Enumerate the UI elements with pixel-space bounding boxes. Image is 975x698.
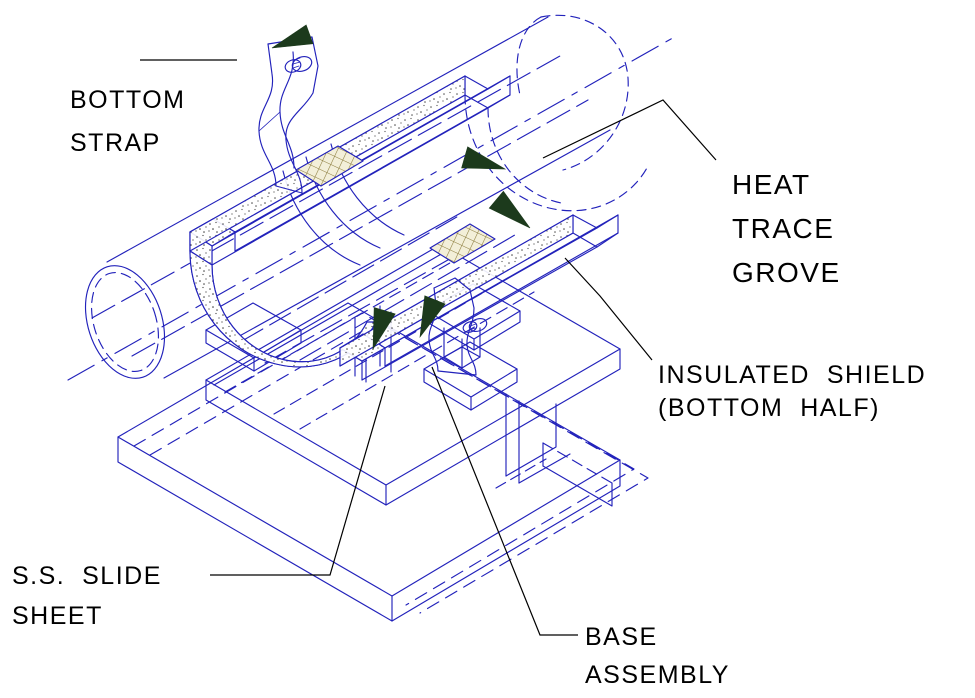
ss-slide-sheet-label-line-2: SHEET — [12, 602, 103, 630]
insulated-shield-label-line-2: (BOTTOM HALF) — [658, 394, 880, 422]
heat-trace-grove-label-line-3: GROVE — [732, 257, 841, 288]
leader-line-base-assembly — [431, 366, 578, 636]
leader-line-heat-trace-grove-arrowhead-icon — [461, 146, 507, 170]
leader-line-ss-slide-sheet — [210, 385, 386, 576]
heat-trace-grove-label: HEAT TRACE GROVE — [732, 169, 841, 288]
base-assembly-label-line-2: ASSEMBLY — [585, 661, 730, 689]
ss-slide-sheet-label: S.S. SLIDE SHEET — [12, 562, 162, 630]
heat-trace-grove-label-line-1: HEAT — [732, 169, 811, 200]
pipe-geometry — [67, 14, 679, 381]
bottom-strap-geometry — [258, 36, 488, 376]
leader-line-base-assembly-arrowhead-icon — [419, 295, 446, 339]
insulated-shield-label-line-1: INSULATED SHIELD — [658, 361, 926, 389]
insulated-shield-label: INSULATED SHIELD (BOTTOM HALF) — [658, 361, 926, 422]
leader-line-heat-trace-grove — [542, 99, 717, 161]
bottom-strap-label-line-1: BOTTOM — [70, 86, 185, 114]
heat-trace-grove-label-line-2: TRACE — [732, 213, 834, 244]
ss-slide-sheet-geometry — [117, 302, 649, 622]
base-assembly-label: BASE ASSEMBLY — [585, 623, 730, 689]
leader-lines-group — [140, 24, 717, 636]
base-assembly-geometry — [205, 244, 621, 507]
text-labels-group: BOTTOM STRAP HEAT TRACE GROVE INSULATED SHIEL… — [12, 86, 926, 689]
bottom-strap-label-line-2: STRAP — [70, 129, 161, 157]
drawing-geometry — [67, 14, 679, 622]
leader-line-ss-slide-sheet-arrowhead-icon — [372, 307, 396, 351]
insulated-shield-geometry — [189, 75, 649, 381]
leader-line-bottom-strap-arrowhead-icon — [271, 24, 314, 49]
leader-line-insulated-shield — [564, 257, 653, 361]
heat-trace-groove-geometry — [295, 145, 496, 264]
base-assembly-label-line-1: BASE — [585, 623, 658, 651]
leader-line-insulated-shield-arrowhead-icon — [488, 190, 531, 229]
ss-slide-sheet-label-line-1: S.S. SLIDE — [12, 562, 162, 590]
bottom-strap-label: BOTTOM STRAP — [70, 86, 185, 157]
